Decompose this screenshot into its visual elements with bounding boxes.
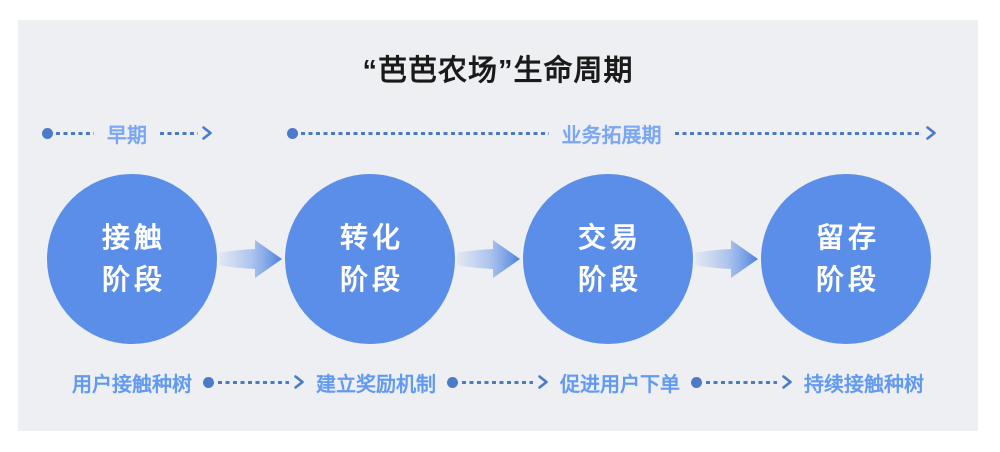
connector-dot-icon: [203, 376, 214, 388]
stage-circle-conversion: 转化 阶段: [285, 174, 455, 344]
timeline-expansion-phase: 业务拓展期: [287, 122, 937, 147]
chevron-right-icon: [926, 126, 936, 140]
chevron-right-icon: [538, 375, 548, 389]
gradient-arrow-right-icon: [219, 240, 282, 278]
dashed-connector: [691, 374, 793, 390]
gradient-arrow-right-icon: [457, 240, 520, 278]
chevron-right-icon: [782, 375, 792, 389]
stage-circle-retention: 留存 阶段: [761, 174, 931, 344]
stage-label-line: 交易: [577, 222, 642, 253]
dashed-line: [462, 380, 533, 384]
stage-label-line: 阶段: [815, 264, 880, 295]
stage-label-line: 阶段: [339, 264, 404, 295]
dashed-line: [160, 131, 198, 135]
dashed-line: [218, 380, 289, 384]
chevron-right-icon: [294, 375, 304, 389]
lifecycle-panel: “芭芭农场”生命周期 早期 业务拓展期 接触 阶段: [18, 20, 978, 431]
actions-row: 用户接触种树 建立奖励机制 促进用户下单: [48, 368, 948, 396]
chevron-right-icon: [202, 126, 212, 140]
dashed-line: [56, 131, 94, 135]
dashed-line: [674, 131, 922, 135]
dashed-line: [301, 131, 549, 135]
stage-circle-transaction: 交易 阶段: [523, 174, 693, 344]
diagram-title: “芭芭农场”生命周期: [362, 55, 634, 87]
dashed-connector: [203, 374, 305, 390]
dashed-connector: [447, 374, 549, 390]
action-label-contact-trees: 用户接触种树: [72, 373, 192, 396]
connector-dot-icon: [447, 376, 458, 388]
gradient-arrow-right-icon: [695, 240, 758, 278]
stage-circle-contact: 接触 阶段: [47, 174, 217, 344]
stage-label-line: 阶段: [101, 264, 166, 295]
timeline-early-phase: 早期: [42, 122, 213, 147]
timeline-start-dot-icon: [287, 127, 298, 139]
timeline-start-dot-icon: [42, 127, 53, 139]
connector-dot-icon: [691, 376, 702, 388]
action-label-reward-mechanism: 建立奖励机制: [316, 373, 436, 396]
action-label-promote-orders: 促进用户下单: [560, 373, 680, 396]
action-label-continuous-contact: 持续接触种树: [804, 373, 924, 396]
stage-label-line: 接触: [101, 222, 166, 253]
stage-label-line: 阶段: [577, 264, 642, 295]
timeline-early-label: 早期: [107, 124, 147, 147]
stage-label-line: 留存: [815, 222, 880, 253]
timeline-expansion-label: 业务拓展期: [561, 124, 662, 147]
dashed-line: [706, 380, 777, 384]
stages-row: 接触 阶段 转化 阶段 交易 阶段 留存 阶段: [47, 174, 931, 344]
stage-label-line: 转化: [339, 222, 404, 253]
